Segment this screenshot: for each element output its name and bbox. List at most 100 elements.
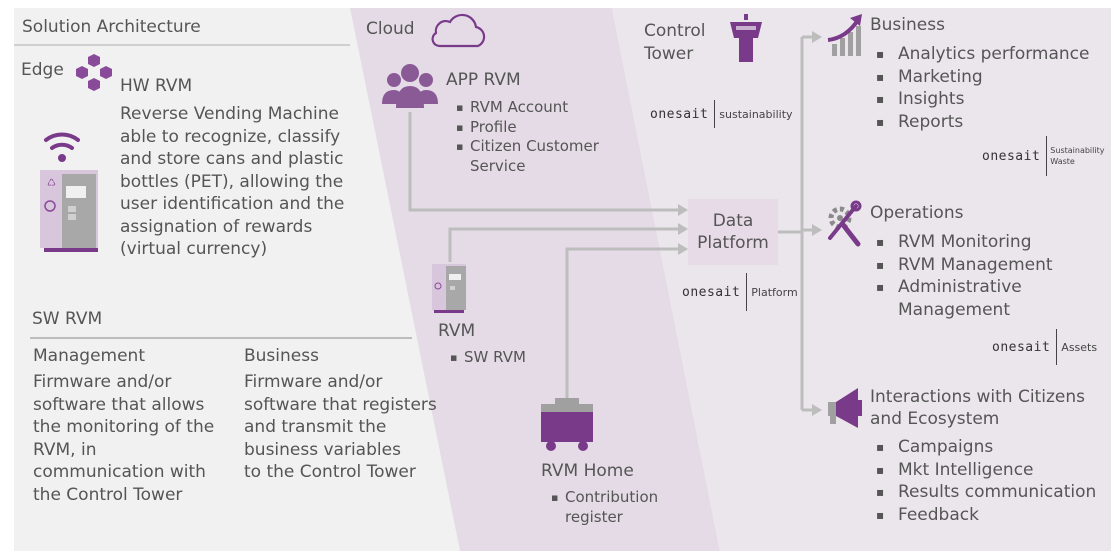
connector-app-rvm — [408, 112, 680, 212]
business-chart-icon — [827, 14, 862, 56]
list-item-text: Service — [470, 156, 526, 175]
users-icon — [382, 64, 438, 108]
cloud-label: Cloud — [366, 19, 415, 39]
control-tower-panel — [612, 8, 1111, 551]
management-description: Firmware and/or software that allows the… — [33, 371, 233, 506]
cloud-panel — [350, 8, 720, 551]
edge-label: Edge — [21, 60, 64, 80]
list-item-text: register — [565, 507, 623, 526]
list-item: RVM Monitoring — [872, 231, 1053, 254]
hw-rvm-line: Reverse Vending Machine — [120, 104, 339, 124]
onesait-sustainability-logo: onesait sustainability — [650, 100, 793, 128]
business-sw-description: Firmware and/or software that registers … — [244, 371, 454, 484]
rvm-machine-icon — [432, 264, 466, 313]
svg-text:♺: ♺ — [47, 178, 56, 189]
sw-rvm-heading: SW RVM — [32, 309, 103, 329]
rvm-home-icon — [541, 398, 593, 451]
list-item: Administrative — [872, 276, 1053, 299]
business-sw-line: Firmware and/or — [244, 372, 383, 392]
control-tower-label-line: Control — [644, 21, 706, 41]
rvm-heading: RVM — [438, 321, 476, 341]
list-item: Profile — [456, 118, 599, 138]
operations-list: RVM Monitoring RVM Management Administra… — [872, 231, 1053, 322]
hw-rvm-line: bottles (PET), allowing the — [120, 171, 344, 192]
management-line: the monitoring of the — [33, 417, 215, 437]
connectors — [408, 35, 812, 412]
app-rvm-heading: APP RVM — [446, 70, 521, 90]
business-list: Analytics performance Marketing Insights… — [872, 43, 1089, 134]
arrowheads — [678, 31, 822, 416]
management-heading: Management — [33, 346, 145, 366]
megaphone-icon — [828, 388, 862, 428]
onesait-brand: onesait — [682, 284, 741, 300]
control-tower-icon — [730, 14, 762, 62]
management-line: RVM, in — [33, 439, 97, 460]
product-waste-line: Waste — [1050, 157, 1075, 166]
hw-rvm-line: assignation of rewards — [120, 216, 313, 237]
data-platform-label: Data — [712, 211, 754, 231]
onesait-platform-logo: onesait Platform — [682, 273, 798, 311]
list-item-continuation: register — [551, 508, 658, 528]
interactions-heading: Interactions with Citizens and Ecosystem — [870, 386, 1085, 430]
management-line: the Control Tower — [33, 484, 183, 505]
list-item: Feedback — [872, 504, 1096, 527]
operations-gear-icon — [828, 200, 862, 247]
onesait-brand: onesait — [982, 148, 1041, 164]
list-item: Reports — [872, 111, 1089, 134]
onesait-brand: onesait — [650, 106, 709, 122]
management-line: software that allows — [33, 394, 205, 415]
list-item: Contribution — [551, 488, 658, 508]
cloud-icon — [431, 13, 486, 48]
data-platform-box: Data Platform — [688, 199, 778, 265]
interactions-heading-line: Interactions with Citizens — [870, 387, 1085, 407]
control-tower-label: Control Tower — [644, 20, 705, 66]
interactions-heading-line: and Ecosystem — [870, 409, 1000, 429]
list-item: Analytics performance — [872, 43, 1089, 66]
control-tower-label-line: Tower — [644, 44, 694, 64]
list-item: SW RVM — [450, 348, 526, 368]
business-sw-line: software that registers — [244, 394, 437, 415]
hw-rvm-line: and store cans and plastic — [120, 149, 344, 169]
onesait-waste-logo: onesait Sustainability Waste — [982, 136, 1104, 176]
business-sw-heading: Business — [244, 346, 319, 366]
wifi-dot — [58, 154, 66, 162]
list-item: Mkt Intelligence — [872, 459, 1096, 482]
product-platform: Platform — [746, 273, 798, 311]
list-item: Citizen Customer — [456, 137, 599, 157]
management-line: communication with — [33, 462, 206, 482]
business-sw-line: to the Control Tower — [244, 462, 416, 482]
list-item: Insights — [872, 88, 1089, 111]
list-item: Marketing — [872, 66, 1089, 89]
edge-panel — [14, 8, 460, 551]
list-item: RVM Account — [456, 98, 599, 118]
network-icon — [76, 54, 112, 91]
onesait-brand: onesait — [992, 339, 1051, 355]
page-title: Solution Architecture — [22, 17, 201, 37]
product-assets: Assets — [1056, 329, 1097, 365]
business-heading: Business — [870, 15, 945, 35]
list-item: RVM Management — [872, 254, 1053, 277]
connector-rvm-home — [565, 247, 680, 402]
list-item-continuation: Management — [872, 299, 1053, 322]
rvm-list: SW RVM — [450, 348, 526, 368]
list-item: Results communication — [872, 481, 1096, 504]
onesait-assets-logo: onesait Assets — [992, 329, 1097, 365]
business-sw-line: and transmit the — [244, 417, 387, 437]
management-line: Firmware and/or — [33, 372, 172, 392]
app-rvm-list: RVM Account Profile Citizen Customer Ser… — [456, 98, 599, 176]
hw-rvm-machine-icon: ♺ — [40, 170, 98, 252]
rvm-home-list: Contribution register — [551, 488, 658, 527]
hw-rvm-description: Reverse Vending Machine able to recogniz… — [120, 103, 380, 261]
hw-rvm-heading: HW RVM — [120, 76, 193, 96]
hw-rvm-line: (virtual currency) — [120, 239, 268, 259]
hw-rvm-line: user identification and the — [120, 194, 345, 214]
product-sustainability-waste: Sustainability Waste — [1046, 136, 1104, 176]
list-item: Campaigns — [872, 436, 1096, 459]
list-item-text: Management — [898, 300, 1010, 321]
product-waste-line: Sustainability — [1050, 146, 1105, 155]
interactions-list: Campaigns Mkt Intelligence Results commu… — [872, 436, 1096, 527]
wifi-icon — [44, 132, 80, 150]
rvm-home-heading: RVM Home — [541, 461, 634, 481]
operations-heading: Operations — [870, 203, 964, 223]
